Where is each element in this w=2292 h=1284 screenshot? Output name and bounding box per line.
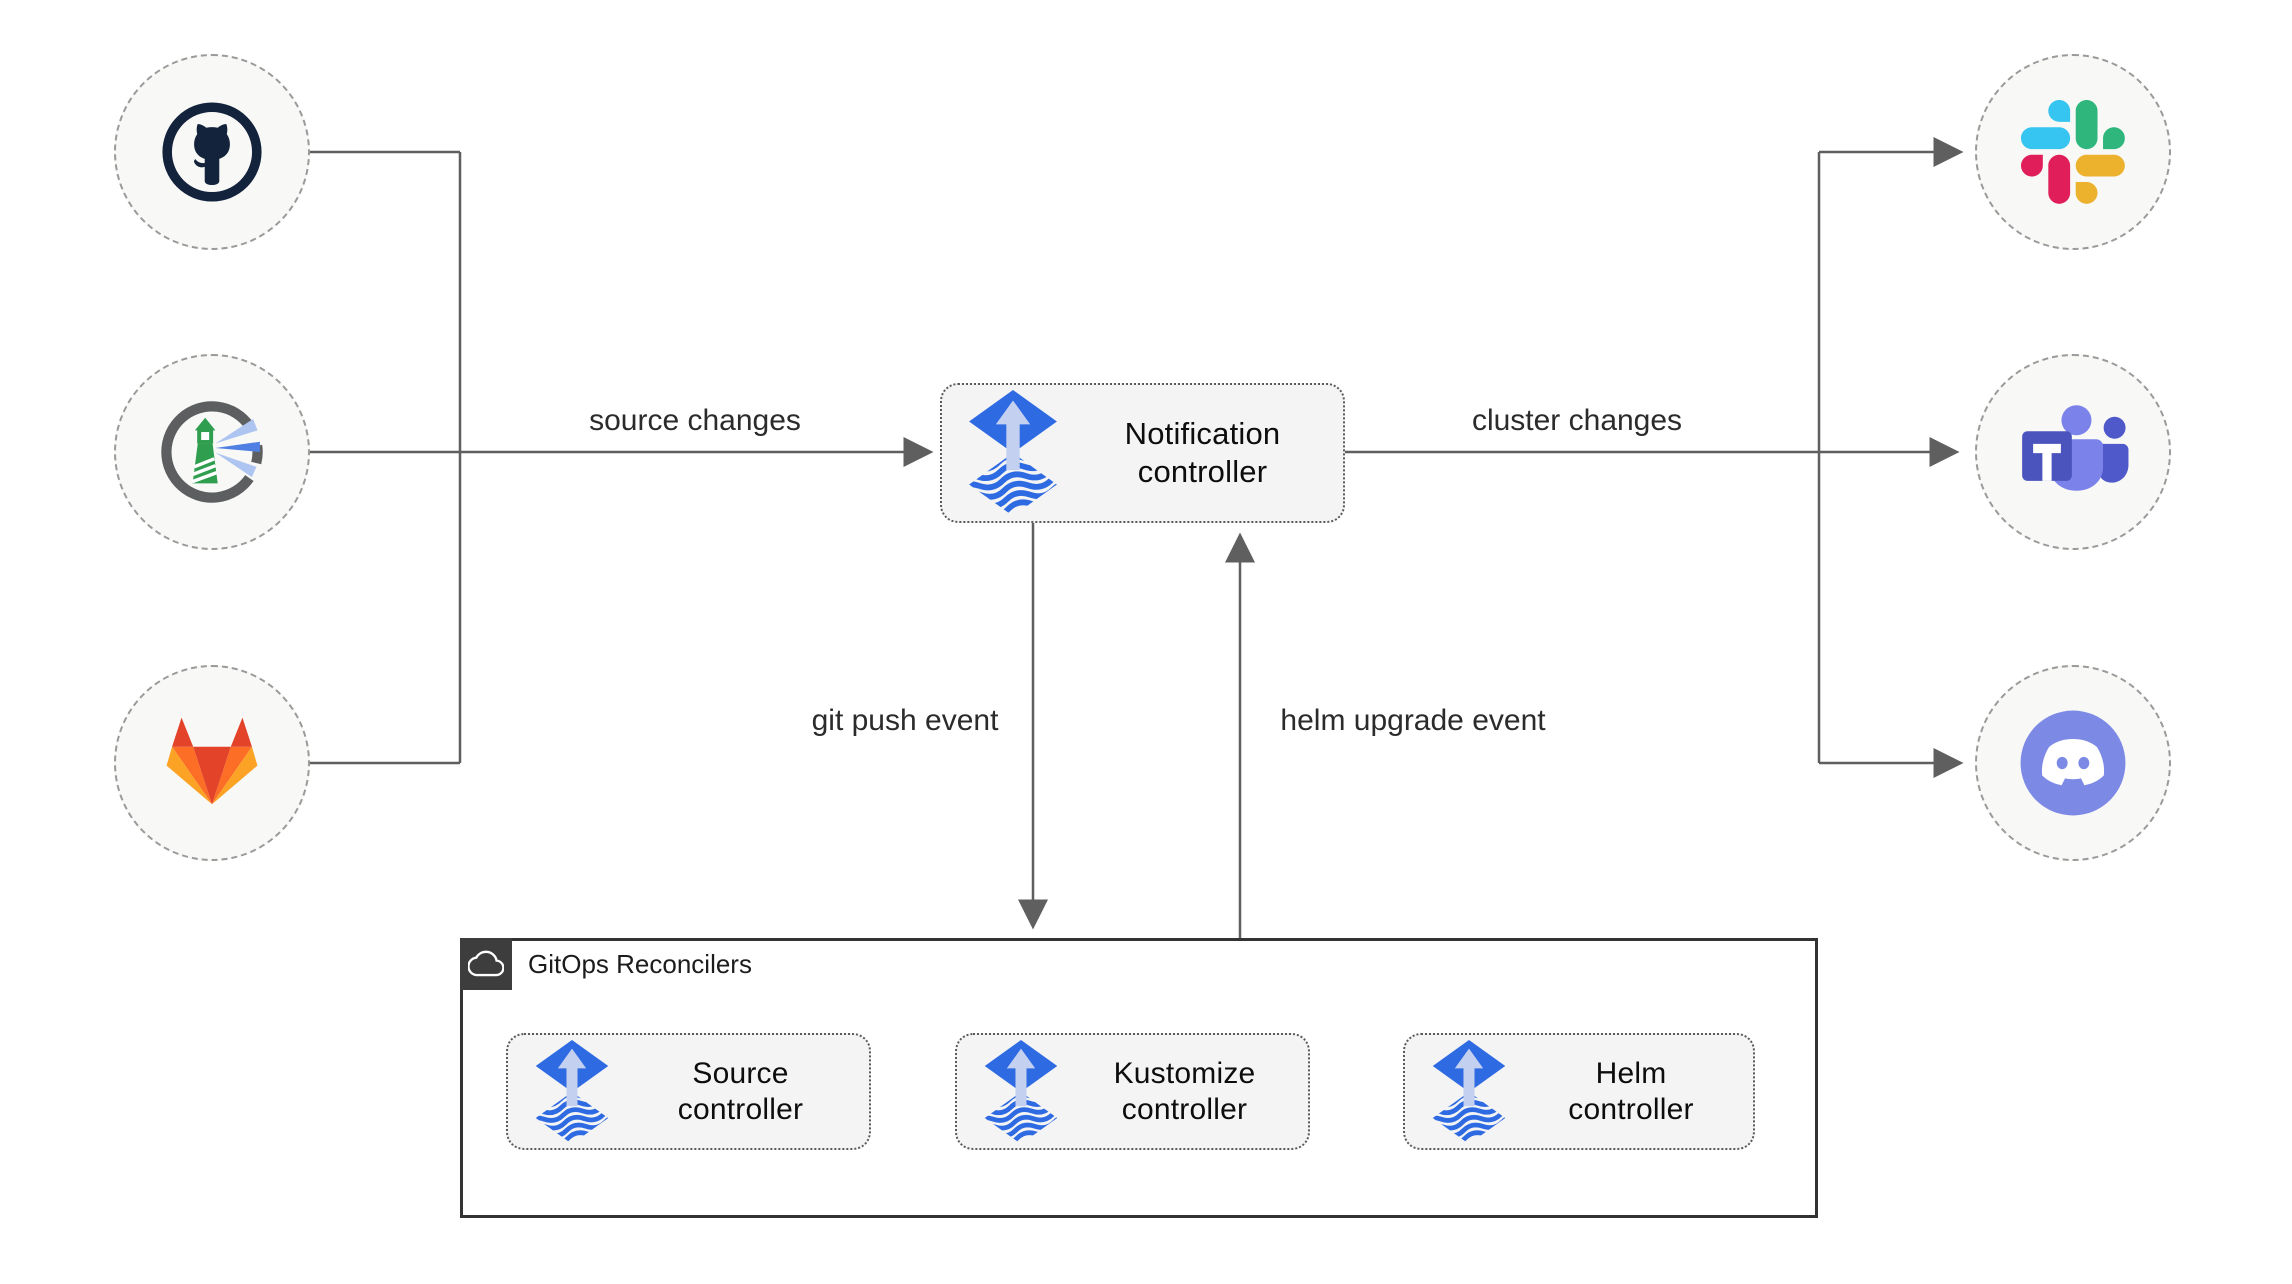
flux-icon — [1429, 1040, 1509, 1144]
notification-controller-box: Notification controller — [940, 383, 1345, 523]
notification-controller-label: Notification controller — [1124, 416, 1281, 489]
cloud-icon — [468, 950, 504, 977]
node-gitlab — [114, 665, 310, 861]
helm-controller-box: Helm controller — [1403, 1033, 1755, 1150]
harbor-icon — [161, 401, 263, 503]
edge-label-helm-upgrade-event: helm upgrade event — [1280, 704, 1546, 737]
kustomize-controller-label: Kustomize controller — [1113, 1056, 1256, 1126]
gitlab-icon — [166, 717, 258, 805]
helm-controller-label: Helm controller — [1568, 1056, 1694, 1126]
node-ms-teams — [1975, 354, 2171, 550]
source-controller-box: Source controller — [506, 1033, 871, 1150]
edge-label-git-push-event: git push event — [811, 704, 999, 737]
node-harbor — [114, 354, 310, 550]
flux-icon — [532, 1040, 612, 1144]
flux-icon — [981, 1040, 1061, 1144]
gitops-reconcilers-title: GitOps Reconcilers — [528, 948, 752, 979]
github-icon — [162, 102, 262, 202]
ms-teams-icon — [2022, 405, 2129, 491]
source-controller-label: Source controller — [677, 1056, 804, 1126]
edge-label-cluster-changes: cluster changes — [1471, 404, 1683, 437]
gitops-reconcilers-badge — [460, 938, 512, 990]
kustomize-controller-box: Kustomize controller — [955, 1033, 1310, 1150]
node-slack — [1975, 54, 2171, 250]
discord-icon — [2020, 710, 2126, 816]
slack-icon — [2021, 100, 2125, 204]
node-discord — [1975, 665, 2171, 861]
edge-label-source-changes: source changes — [589, 404, 801, 437]
node-github — [114, 54, 310, 250]
flux-icon — [964, 390, 1062, 516]
